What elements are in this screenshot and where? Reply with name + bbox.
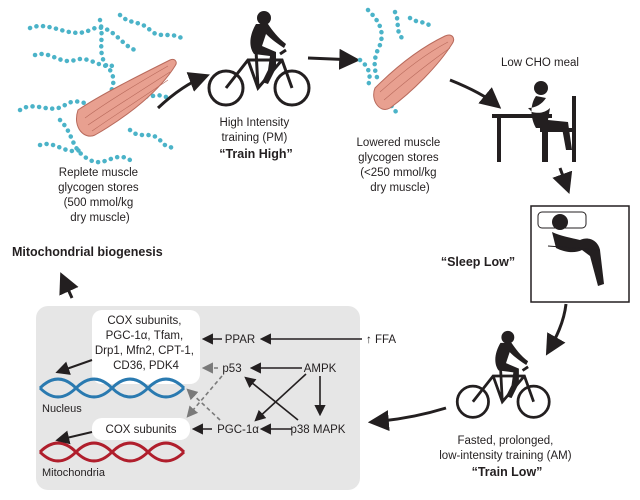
arrow-pgc1a-to-nuclear-dna <box>186 388 221 421</box>
muscle-fiber-icon <box>76 59 177 137</box>
arrow-sleep-to-train-low <box>545 303 568 356</box>
arrow-p53-to-mito-dna <box>186 375 223 418</box>
train-low-label: Fasted, prolonged, low-intensity trainin… <box>439 435 575 479</box>
p53-node: p53 <box>222 363 241 375</box>
replete-label: Replete muscle glycogen stores (500 mmol… <box>58 167 142 224</box>
mito-genes-box <box>92 418 190 440</box>
dna-helix-icon <box>38 377 186 399</box>
ffa-arrow: ↑ <box>366 334 372 346</box>
cyclist-icon <box>455 330 551 419</box>
cyclist-icon <box>207 11 311 107</box>
nucleus-label: Nucleus <box>42 403 82 415</box>
muscle-fiber-icon <box>373 34 455 110</box>
replete-glycogen-illustration <box>17 12 188 165</box>
glycogen-chain-icon <box>17 12 188 165</box>
arrow-replete-to-train-high <box>156 72 210 110</box>
arrow-ampk-to-pgc1a <box>254 373 307 422</box>
arrow-train-low-to-signaling <box>367 406 447 432</box>
arrow-lowered-to-meal <box>449 78 502 109</box>
arrow-meal-to-sleep <box>552 167 573 194</box>
arrow-genes-to-nucleus <box>55 359 93 375</box>
person-eating-icon <box>492 81 576 162</box>
ffa-node: FFA <box>375 334 396 346</box>
dna-helix-icon <box>38 441 186 463</box>
person-sleeping-icon <box>530 205 630 303</box>
mitochondria-label: Mitochondria <box>42 467 106 479</box>
nuclear-genes-list: COX subunits, PGC-1α, Tfam, Drp1, Mfn2, … <box>95 315 197 372</box>
arrow-p38-to-p53 <box>244 376 299 421</box>
lowered-label: Lowered muscle glycogen stores (<250 mmo… <box>357 137 444 194</box>
arrow-panel-to-biogenesis <box>59 272 79 299</box>
sleep-low-label: “Sleep Low” <box>441 255 515 269</box>
lowered-glycogen-illustration <box>357 7 455 118</box>
pgc1a-node: PGC-1α <box>217 424 259 436</box>
train-high-label: High Intensity training (PM) “Train High… <box>219 117 293 161</box>
arrow-genes-to-mito <box>55 430 93 445</box>
nuclear-genes-box <box>92 310 200 384</box>
ampk-node: AMPK <box>304 363 337 375</box>
arrow-train-high-to-lowered <box>307 48 361 70</box>
mitochondrial-biogenesis-label: Mitochondrial biogenesis <box>12 245 163 259</box>
mito-genes-label: COX subunits <box>106 424 177 436</box>
ppar-node: PPAR <box>225 334 255 346</box>
meal-label: Low CHO meal <box>501 57 579 69</box>
p38-mapk-node: p38 MAPK <box>291 424 346 436</box>
